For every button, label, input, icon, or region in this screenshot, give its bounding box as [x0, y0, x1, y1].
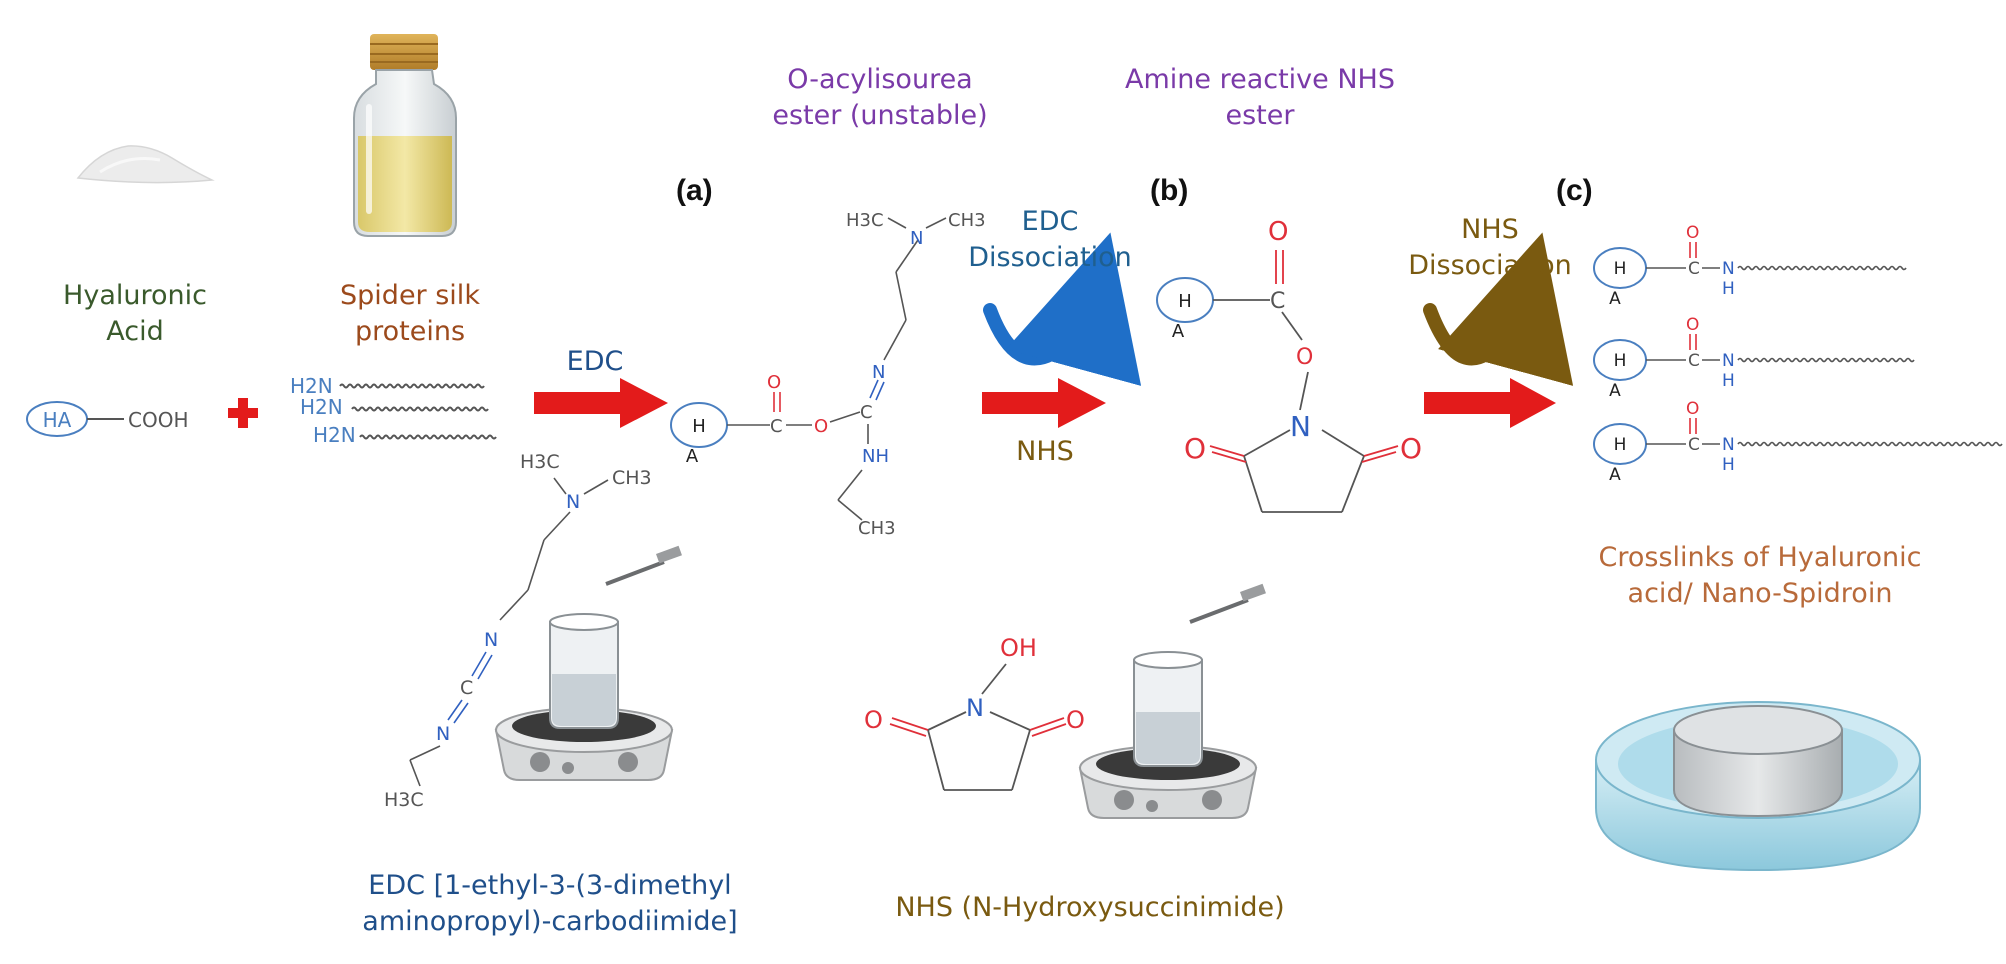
atom-h: H [1722, 371, 1735, 391]
panel-tag-c: (c) [1556, 174, 1593, 207]
svg-text:A: A [1172, 321, 1185, 342]
nhs-full-name: NHS (N-Hydroxysuccinimide) [895, 892, 1285, 923]
nhs-dissociation-arrow [1423, 232, 1574, 386]
svg-text:N: N [1290, 410, 1311, 443]
petri-dish-icon [1595, 701, 1921, 872]
protein-chain-wave [1737, 441, 2003, 447]
hotplate-beaker-icon [1078, 583, 1266, 819]
edc-structure: H3C CH3 N N C N H3C [384, 451, 652, 811]
svg-text:H2N: H2N [290, 374, 333, 398]
svg-text:O: O [1296, 345, 1313, 370]
silk-wavy-lines [339, 383, 497, 440]
svg-text:CH3: CH3 [612, 467, 652, 489]
amine-reactive-label: Amine reactive NHS ester [1125, 64, 1395, 131]
svg-text:H2N: H2N [313, 423, 356, 447]
atom-c: C [1688, 351, 1700, 371]
atom-a: A [1609, 289, 1621, 309]
vial-icon [353, 34, 457, 237]
protein-chain-wave [1737, 265, 1907, 271]
o-acylisourea-label: O-acylisourea ester (unstable) [772, 64, 988, 131]
hyaluronic-acid-label: Hyaluronic Acid [63, 280, 207, 347]
nhs-arrow [982, 378, 1106, 428]
nhs-step-label: NHS [1016, 436, 1074, 467]
atom-o: O [1686, 315, 1699, 335]
edc-dissociation-label: EDC Dissociation [968, 206, 1132, 273]
atom-n: N [1722, 259, 1735, 279]
product-label: Crosslinks of Hyaluronic acid/ Nano-Spid… [1598, 542, 1922, 609]
edc-step-label: EDC [566, 346, 624, 377]
plus-icon [228, 398, 258, 428]
svg-text:H3C: H3C [384, 789, 424, 811]
atom-c: C [1688, 435, 1700, 455]
edc-arrow [534, 378, 668, 428]
svg-text:H2N: H2N [300, 395, 343, 419]
atom-c: C [1688, 259, 1700, 279]
svg-text:O: O [864, 706, 883, 734]
powder-pile-icon [76, 145, 215, 184]
edc-full-name: EDC [1-ethyl-3-(3-dimethyl aminopropyl)-… [362, 870, 738, 937]
atom-h: H [1722, 455, 1735, 475]
silk-chain-wave [339, 383, 485, 389]
svg-text:CH3: CH3 [948, 210, 986, 231]
svg-text:O: O [767, 372, 781, 393]
svg-text:N: N [910, 228, 923, 249]
atom-h: H [1614, 259, 1627, 279]
hotplate-beaker-icon [494, 545, 682, 781]
nhs-dissociation-label: NHS Dissociation [1408, 214, 1572, 281]
panel-tag-a: (a) [676, 174, 713, 207]
svg-text:N: N [436, 723, 450, 745]
ha-abbr: HA [43, 408, 72, 432]
atom-h: H [1614, 351, 1627, 371]
svg-text:NH: NH [862, 446, 889, 467]
svg-text:H: H [692, 416, 706, 437]
atom-h: H [1614, 435, 1627, 455]
svg-text:H: H [1178, 291, 1192, 312]
svg-text:O: O [1400, 432, 1422, 465]
svg-text:C: C [1270, 289, 1285, 314]
atom-h: H [1722, 279, 1735, 299]
svg-text:H3C: H3C [520, 451, 560, 473]
svg-text:H3C: H3C [846, 210, 884, 231]
svg-text:OH: OH [1000, 634, 1037, 662]
atom-o: O [1686, 399, 1699, 419]
svg-text:C: C [860, 402, 873, 423]
panel-tag-b: (b) [1150, 174, 1189, 207]
atom-o: O [1686, 223, 1699, 243]
svg-text:N: N [966, 694, 984, 722]
product-arrow [1424, 378, 1556, 428]
svg-text:O: O [1066, 706, 1085, 734]
spider-silk-label: Spider silk proteins [340, 280, 480, 347]
silk-chain-wave [359, 434, 497, 440]
svg-text:O: O [1268, 217, 1288, 247]
silk-chains: H2N H2N H2N [290, 374, 356, 447]
cooh-label: COOH [128, 408, 189, 432]
svg-text:N: N [484, 629, 498, 651]
nhs-ester-structure: H A C O O N O O [1156, 217, 1422, 513]
silk-chain-wave [351, 406, 489, 412]
protein-chain-wave [1737, 357, 1915, 363]
svg-text:N: N [872, 362, 885, 383]
atom-n: N [1722, 435, 1735, 455]
svg-text:C: C [460, 677, 473, 699]
svg-text:CH3: CH3 [858, 518, 896, 539]
svg-text:N: N [566, 491, 580, 513]
o-acylisourea-structure: H A C O O C N N H3C CH3 NH CH3 [670, 210, 986, 539]
edc-dissociation-arrow [983, 232, 1142, 386]
svg-text:O: O [814, 416, 828, 437]
svg-text:O: O [1184, 432, 1206, 465]
svg-text:C: C [770, 416, 783, 437]
atom-a: A [1609, 381, 1621, 401]
atom-n: N [1722, 351, 1735, 371]
svg-text:A: A [686, 446, 699, 467]
nhs-structure: OH N O O [864, 634, 1085, 791]
atom-a: A [1609, 465, 1621, 485]
